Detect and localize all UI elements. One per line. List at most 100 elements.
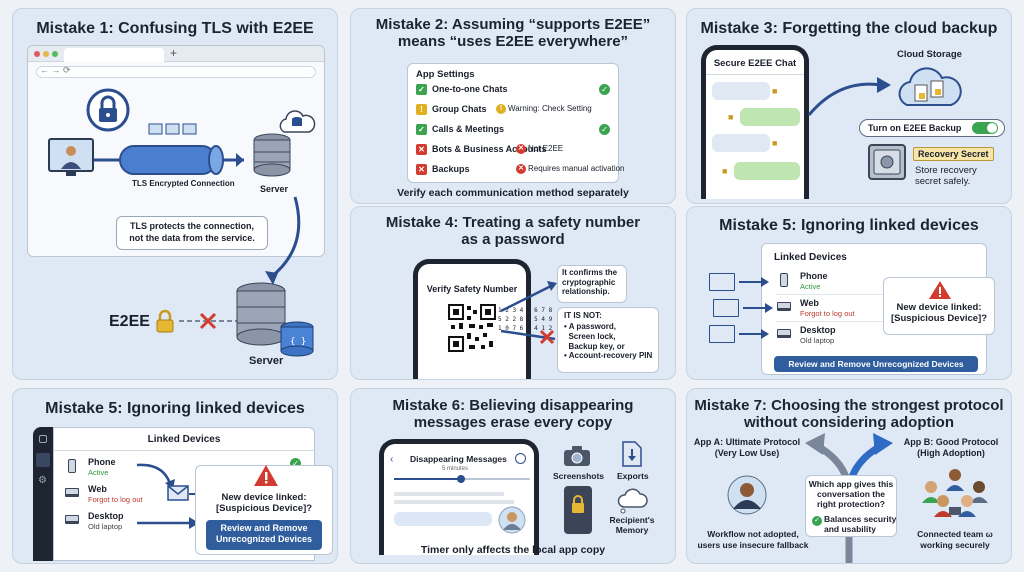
- phone-device-icon: [68, 459, 76, 473]
- window-max-dot[interactable]: [52, 51, 58, 57]
- device-name: Desktop: [88, 511, 124, 521]
- cloud-storage-icon: [898, 67, 962, 106]
- new-device-alert: New device linked: [Suspicious Device]?: [883, 277, 995, 335]
- chat-bubble-out: [740, 108, 800, 126]
- safety-number-digits: 1 2 3 4 5 6 7 8 5 2 2 8 9 5 4 9 1 0 7 6 …: [498, 307, 553, 332]
- bubble-lock-icon: ■: [772, 138, 778, 148]
- safety-phone-title: Verify Safety Number: [426, 284, 518, 294]
- device-status: Old laptop: [88, 522, 123, 531]
- fallback-text: Workflow not adopted, users use insecure…: [697, 529, 809, 550]
- data-packets-icon: [148, 123, 197, 135]
- panel-mistake-5a: Mistake 5: Ignoring linked devices Linke…: [686, 206, 1012, 380]
- sidebar-home-icon[interactable]: [39, 435, 47, 443]
- screenshots-label: Screenshots: [553, 471, 605, 481]
- panel-mistake-7: Mistake 7: Choosing the strongest protoc…: [686, 388, 1012, 564]
- sidebar-settings-icon[interactable]: ⚙: [38, 475, 47, 486]
- cloud-db-icon: [279, 110, 316, 133]
- question-card: Which app gives this conversation the ri…: [805, 475, 897, 537]
- alert-text: New device linked: [Suspicious Device]?: [890, 302, 988, 325]
- setting-label: Group Chats: [432, 104, 487, 114]
- sidebar-phone-icon[interactable]: [36, 453, 50, 467]
- app-settings-card: App Settings ✓One-to-one Chats✓!Group Ch…: [407, 63, 625, 183]
- confirms-callout: It confirms the cryptographic relationsh…: [557, 265, 627, 303]
- warning-status-icon: !: [496, 104, 506, 114]
- warning-badge-icon: !: [416, 104, 427, 115]
- panel-title: Mistake 1: Confusing TLS with E2EE: [36, 20, 314, 37]
- verify-caption: Verify each communication method separat…: [397, 187, 629, 199]
- browser-tab[interactable]: [64, 48, 164, 62]
- setting-label: Calls & Meetings: [432, 124, 505, 134]
- setting-status: Warning: Check Setting: [508, 104, 592, 113]
- warning-icon: [929, 281, 951, 299]
- chat-title: Secure E2EE Chat: [713, 58, 797, 69]
- recovery-secret-text: Store recovery secret safely.: [915, 165, 977, 188]
- review-remove-button[interactable]: Review and Remove Unrecognized Devices: [206, 520, 322, 550]
- chat-bubble-in: [712, 82, 770, 100]
- device-name: Desktop: [800, 325, 836, 335]
- toggle-knob: [987, 123, 997, 133]
- device-status: Forgot to log out: [800, 309, 855, 318]
- sidebar-rail: ⚙: [33, 427, 53, 561]
- back-chevron-icon[interactable]: ‹: [390, 454, 394, 465]
- new-tab-icon[interactable]: +: [170, 46, 178, 60]
- panel-title: Mistake 2: Assuming “supports E2EE” mean…: [375, 16, 651, 50]
- tls-connection-label: TLS Encrypted Connection: [132, 179, 235, 188]
- check-badge-icon: ✓: [416, 124, 427, 135]
- disappearing-title: Disappearing Messages: [410, 454, 507, 464]
- row-divider: [776, 294, 976, 295]
- curved-arrow: [265, 196, 301, 285]
- memory-label: Recipient's Memory: [609, 515, 655, 536]
- settings-title: App Settings: [416, 69, 475, 80]
- server-label: Server: [260, 184, 289, 194]
- device-name: Phone: [800, 271, 828, 281]
- backup-toggle-switch[interactable]: [972, 122, 998, 134]
- encrypted-db-icon: { }: [280, 321, 314, 357]
- team-icon: [922, 469, 988, 517]
- setting-label: Backups: [432, 164, 470, 174]
- address-bar[interactable]: ← → ⟳: [36, 65, 316, 78]
- backup-arrow: [807, 77, 891, 116]
- server-icon: [253, 133, 291, 177]
- timer-icon[interactable]: [515, 453, 526, 464]
- timer-slider-fill: [394, 478, 460, 480]
- chat-bubble-in: [712, 134, 770, 152]
- window-close-dot[interactable]: [34, 51, 40, 57]
- panel-mistake-4: Mistake 4: Treating a safety number as a…: [350, 206, 676, 380]
- x-status-icon: ✕: [516, 144, 526, 154]
- timer-slider-knob[interactable]: [456, 475, 465, 483]
- blocked-line: [179, 312, 237, 330]
- server-label-2: Server: [249, 355, 284, 367]
- disappearing-phone: ‹ Disappearing Messages 5 minutes: [379, 439, 539, 555]
- backup-toggle-row[interactable]: Turn on E2EE Backup: [859, 119, 1005, 137]
- warning-icon: [254, 465, 278, 486]
- x-badge-icon: ✕: [416, 164, 427, 175]
- nav-arrows-icon[interactable]: ← → ⟳: [40, 65, 71, 75]
- review-remove-button[interactable]: Review and Remove Unrecognized Devices: [774, 356, 978, 372]
- panel-mistake-2: Mistake 2: Assuming “supports E2EE” mean…: [350, 8, 676, 204]
- not-list: • A password, Screen lock, Backup key, o…: [564, 322, 653, 361]
- active-check-icon: ✓: [290, 458, 301, 469]
- panel-title: Mistake 4: Treating a safety number as a…: [385, 214, 641, 248]
- panel-mistake-6: Mistake 6: Believing disappearing messag…: [350, 388, 676, 564]
- check-icon: ✓: [812, 516, 822, 526]
- check-status-icon: ✓: [599, 84, 610, 95]
- laptop-device-icon: [65, 515, 79, 524]
- panel-mistake-5b: Mistake 5: Ignoring linked devices ⚙ Lin…: [12, 388, 338, 564]
- alert-text: New device linked: [Suspicious Device]?: [215, 492, 313, 515]
- panel-mistake-3: Mistake 3: Forgetting the cloud backup S…: [686, 8, 1012, 204]
- envelope-icon: [709, 325, 735, 343]
- device-name: Phone: [88, 457, 116, 467]
- app-a-label: App A: Ultimate Protocol (Very Low Use): [693, 437, 801, 458]
- check-badge-icon: ✓: [416, 84, 427, 95]
- chat-divider: [706, 74, 804, 75]
- recovery-secret-badge: Recovery Secret: [913, 147, 994, 161]
- title-divider: [54, 450, 314, 451]
- device-name: Web: [800, 298, 819, 308]
- envelope-arrow: [739, 277, 769, 287]
- timer-slider[interactable]: [394, 475, 530, 483]
- x-badge-icon: ✕: [416, 144, 427, 155]
- device-status: Active: [88, 468, 109, 477]
- laptop-device-icon: [777, 302, 791, 311]
- window-min-dot[interactable]: [43, 51, 49, 57]
- chat-bubble-out: [734, 162, 800, 180]
